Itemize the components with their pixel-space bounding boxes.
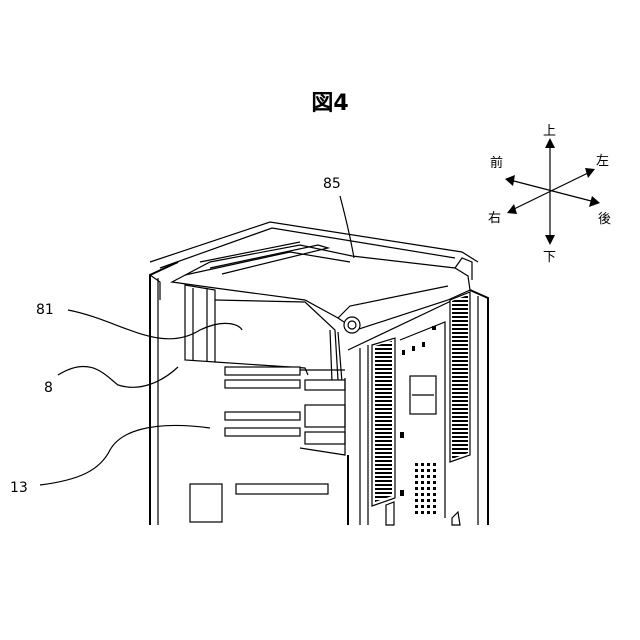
label-13: 13	[10, 480, 28, 496]
front-slots	[190, 367, 345, 522]
direction-right-label: 右	[488, 211, 501, 226]
direction-up-label: 上	[543, 124, 556, 139]
arrow-right-icon	[507, 204, 517, 214]
arrow-up-icon	[545, 138, 555, 148]
arrow-front-icon	[505, 175, 515, 186]
direction-front-label: 前	[490, 155, 503, 171]
label-85: 85	[323, 176, 341, 192]
top-cover	[172, 242, 472, 333]
arrow-rear-icon	[589, 196, 600, 207]
direction-compass: 上 下 前 後 左 右	[488, 124, 611, 265]
arrow-down-icon	[545, 235, 555, 245]
label-81: 81	[36, 302, 54, 318]
label-8: 8	[44, 380, 53, 396]
direction-rear-label: 後	[598, 212, 611, 227]
direction-down-label: 下	[543, 250, 556, 265]
direction-left-label: 左	[596, 154, 609, 169]
arrow-left-icon	[585, 168, 595, 178]
